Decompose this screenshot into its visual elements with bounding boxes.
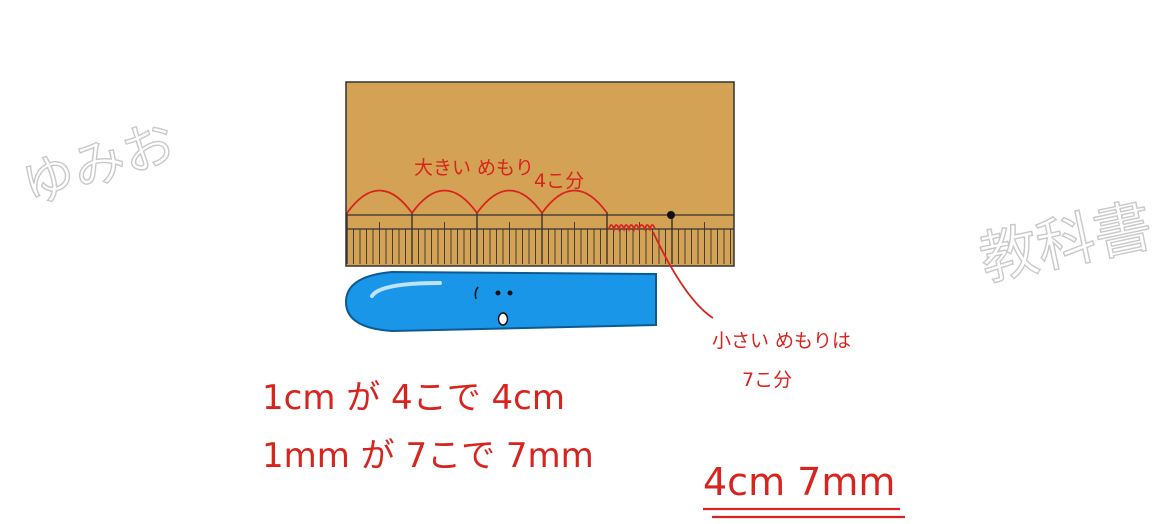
ruler-body — [345, 81, 735, 267]
big-ticks-label-top: 大きい めもり — [414, 157, 534, 179]
pencil-highlight — [370, 281, 442, 298]
big-ticks-label-bottom: 4こ分 — [534, 170, 584, 192]
big-tick-arc — [411, 189, 478, 214]
big-tick-arc — [476, 189, 543, 214]
pencil-face-brow — [474, 286, 479, 300]
explanation-line-2: 1mm が 7こで 7mm — [262, 436, 594, 476]
pencil-character — [344, 270, 657, 333]
watermark-right: 教科書 — [974, 191, 1158, 294]
explanation-line-1: 1cm が 4こで 4cm — [262, 378, 565, 418]
pencil-body — [344, 270, 657, 333]
answer-text: 4cm 7mm — [703, 460, 895, 504]
small-ticks-label-bottom: 7こ分 — [742, 369, 792, 391]
small-tick-loops — [608, 224, 656, 233]
watermark-left: ゆみお — [15, 112, 182, 217]
big-tick-arc — [346, 189, 413, 214]
pencil-eye-left — [495, 290, 501, 296]
small-ticks-leader-line — [652, 231, 714, 319]
big-tick-arc — [541, 189, 608, 214]
ruler-ticks — [346, 212, 731, 264]
pencil-mouth — [497, 312, 509, 326]
small-ticks-label-top: 小さい めもりは — [712, 330, 851, 352]
big-tick-arcs — [346, 189, 608, 214]
end-point-dot — [667, 211, 675, 219]
pencil-eye-right — [507, 290, 513, 296]
